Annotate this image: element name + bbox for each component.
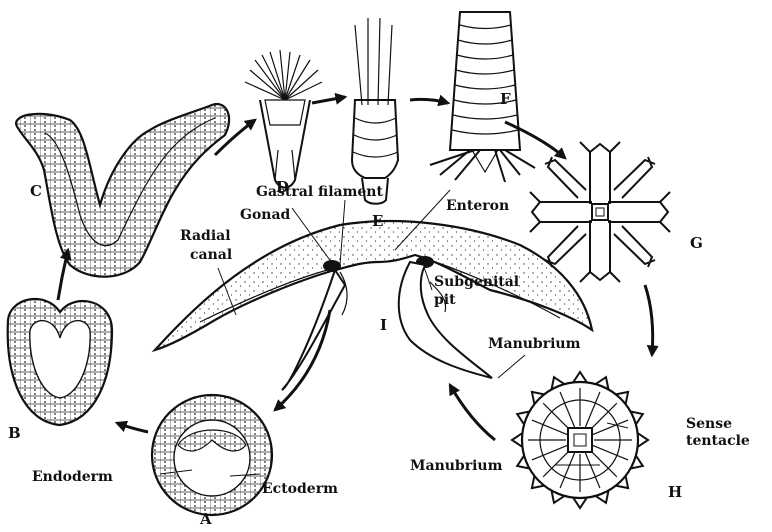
stage-letter-a: A <box>199 510 212 527</box>
label-gastral-filament: Gastral filament <box>256 184 383 200</box>
label-gonad: Gonad <box>240 207 291 223</box>
label-manubrium-i: Manubrium <box>488 336 581 352</box>
stage-letter-b: B <box>8 424 21 442</box>
stage-letter-g: G <box>690 234 703 252</box>
label-manubrium-h: Manubrium <box>410 458 503 474</box>
stage-f-figure <box>430 12 535 182</box>
stage-a-figure <box>152 395 272 515</box>
stage-g-figure <box>530 142 670 282</box>
stage-letter-e: E <box>372 212 383 230</box>
label-subgenital: Subgenital <box>434 274 519 290</box>
stage-letter-i: I <box>380 316 387 334</box>
label-tentacle: tentacle <box>686 433 750 449</box>
stage-b-figure <box>8 299 112 425</box>
stage-e-figure <box>352 18 398 204</box>
stage-h-figure <box>512 372 648 508</box>
label-sense: Sense <box>686 416 732 432</box>
label-pit: pit <box>434 292 456 308</box>
stage-letter-c: C <box>30 182 42 200</box>
label-enteron: Enteron <box>446 198 509 214</box>
stage-letter-f: F <box>500 90 511 108</box>
stage-d-figure <box>245 50 322 188</box>
label-canal: canal <box>190 247 232 263</box>
label-ectoderm: Ectoderm <box>262 481 338 497</box>
stage-letter-h: H <box>668 483 682 501</box>
label-endoderm: Endoderm <box>32 469 113 485</box>
label-radial: Radial <box>180 228 231 244</box>
